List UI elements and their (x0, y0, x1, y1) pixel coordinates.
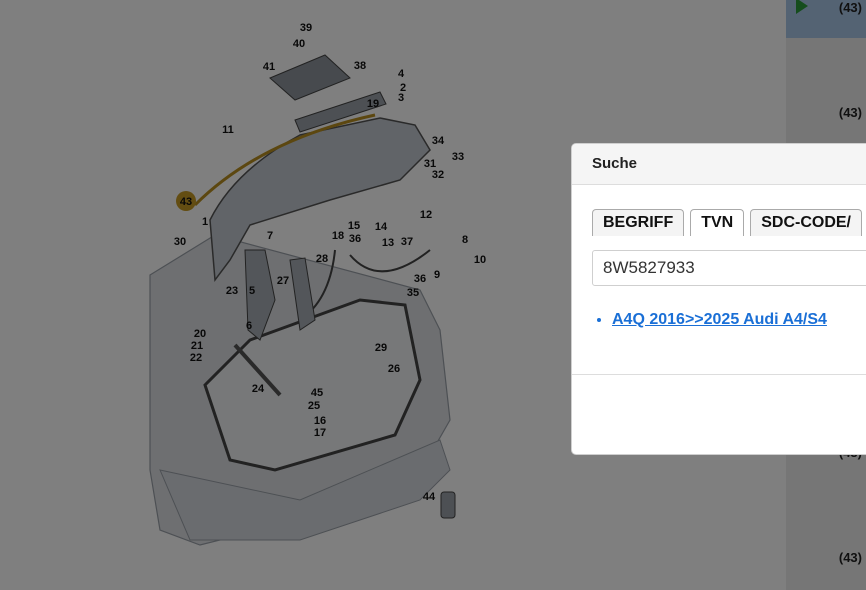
list-item: A4Q 2016>>2025 Audi A4/S4 (612, 311, 827, 329)
tab-sdc-code[interactable]: SDC-CODE/ (750, 209, 862, 236)
search-input[interactable] (592, 250, 866, 286)
result-link[interactable]: A4Q 2016>>2025 Audi A4/S4 (612, 311, 827, 328)
tab-tvn[interactable]: TVN (690, 209, 745, 236)
dialog-title: Suche (572, 144, 866, 185)
search-results: A4Q 2016>>2025 Audi A4/S4 (612, 311, 827, 329)
dialog-footer (572, 374, 866, 375)
tab-begriff[interactable]: BEGRIFF (592, 209, 685, 236)
